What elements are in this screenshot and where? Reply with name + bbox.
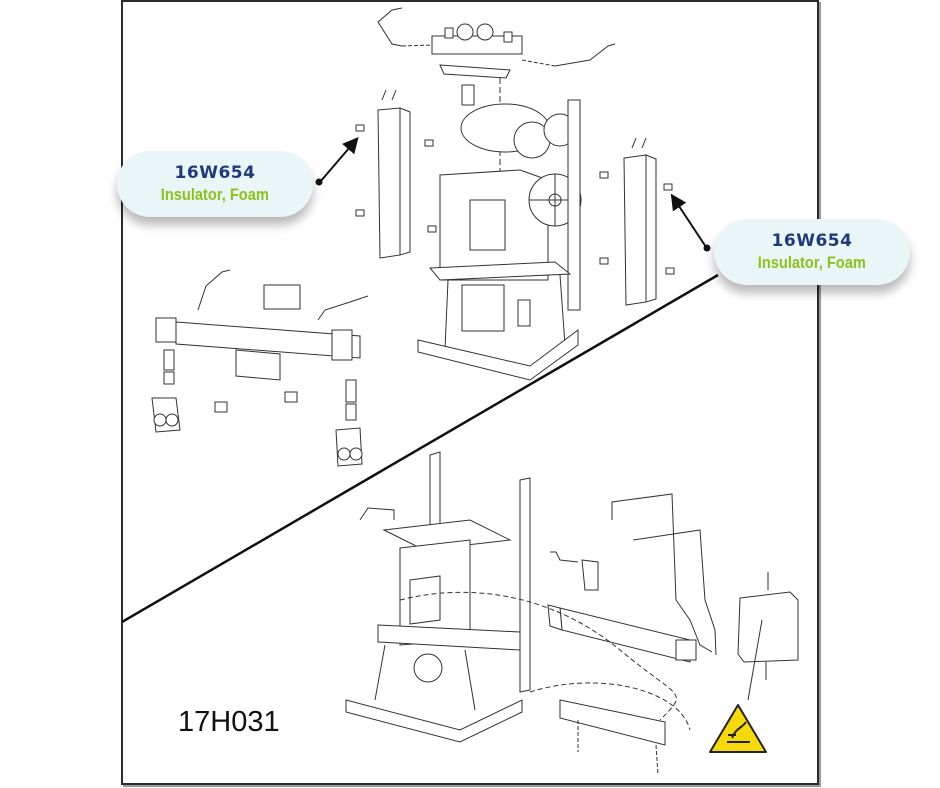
callout-left: 16W654 Insulator, Foam — [117, 151, 313, 217]
chassis-frame-assembly — [345, 451, 531, 743]
heater-tube-assembly — [399, 493, 799, 776]
callout-description: Insulator, Foam — [757, 253, 867, 272]
hot-surface-warning-icon — [709, 704, 767, 753]
right-callout-leader — [670, 193, 707, 248]
motor-pump-assembly — [417, 84, 582, 381]
left-callout-anchor-dot — [315, 178, 323, 186]
valve-manifold-assembly — [151, 269, 369, 467]
diagram-id-label: 17H031 — [178, 706, 280, 738]
callout-right: 16W654 Insulator, Foam — [714, 219, 910, 285]
right-callout-anchor-dot — [703, 244, 711, 252]
callout-part-number: 16W654 — [174, 163, 256, 183]
section-divider-line — [121, 273, 719, 624]
right-heater-column — [599, 137, 675, 306]
callout-part-number: 16W654 — [771, 231, 853, 251]
left-heater-column — [355, 89, 437, 259]
left-callout-leader — [319, 136, 359, 183]
callout-description: Insulator, Foam — [160, 185, 270, 204]
